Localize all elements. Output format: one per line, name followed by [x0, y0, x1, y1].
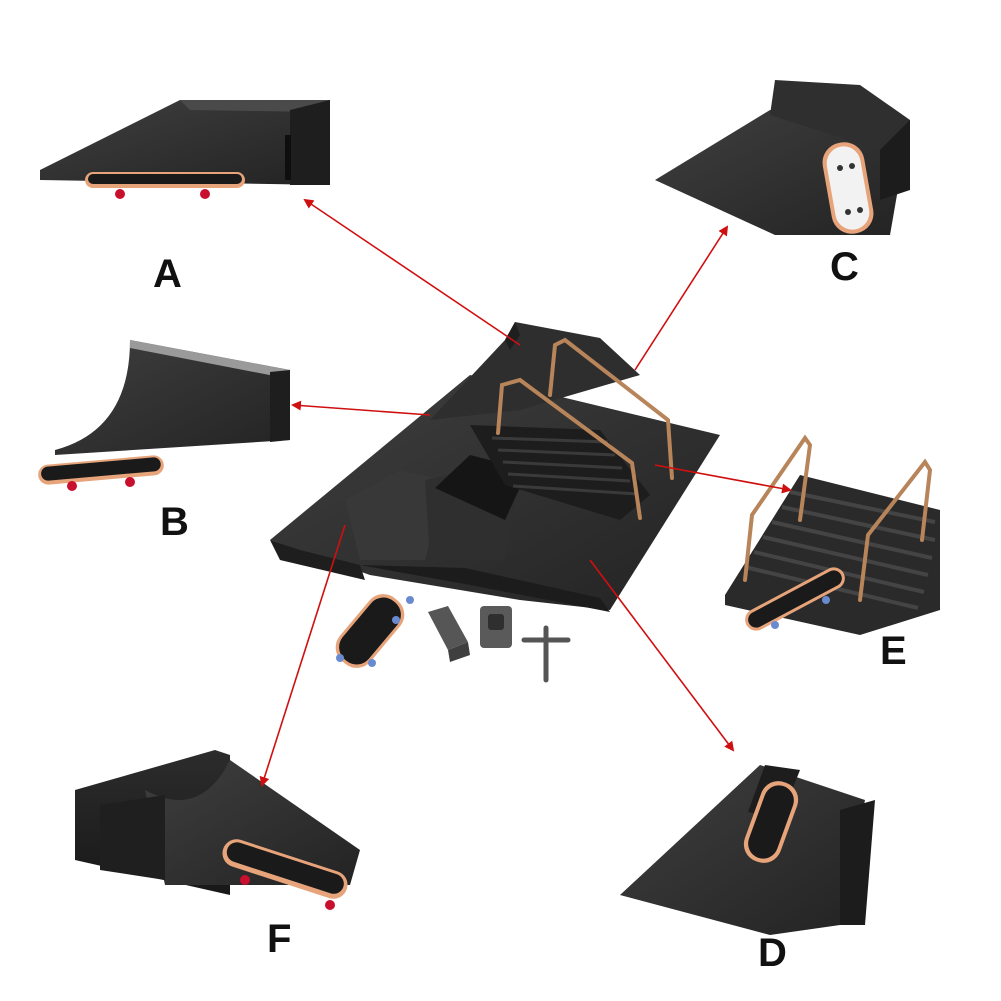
label-part-f: F [267, 917, 291, 961]
fingerboard-deck-icon [222, 839, 348, 910]
label-part-d: D [758, 931, 787, 975]
fingerboard-deck-icon [85, 172, 245, 199]
connector-arrows [259, 198, 792, 787]
ramp-part-f [75, 750, 360, 910]
stairs-part-e [725, 434, 940, 635]
label-part-b: B [160, 500, 189, 544]
arrow-to-d [589, 559, 735, 752]
ramp-connector-icon [480, 606, 512, 648]
ramp-part-a [40, 100, 330, 199]
arrow-to-e [654, 464, 792, 494]
label-part-a: A [153, 252, 182, 296]
fingerboard-deck-icon [38, 455, 164, 491]
accessories [335, 594, 571, 683]
fingerboard-deck-icon [743, 781, 799, 863]
central-rails [496, 337, 674, 520]
ramp-part-b [38, 340, 290, 491]
label-part-c: C [830, 245, 859, 289]
label-part-e: E [880, 629, 907, 673]
rail-connector-icon [428, 606, 470, 662]
part-labels: A B C D E F [153, 245, 907, 975]
arrow-to-a [303, 198, 521, 346]
fingerboard-deck-icon [745, 567, 845, 631]
fingerboard-deck-icon [822, 142, 874, 234]
arrow-to-f [259, 524, 346, 787]
tool-wrench-icon [521, 625, 571, 683]
ramp-part-c [655, 80, 910, 235]
fingerboard-deck-icon [335, 594, 414, 668]
arrow-to-c [634, 225, 729, 371]
central-stairs [470, 425, 650, 520]
arrow-to-b [291, 400, 431, 416]
central-skatepark-assembly [270, 322, 720, 612]
ramp-part-d [620, 765, 875, 935]
